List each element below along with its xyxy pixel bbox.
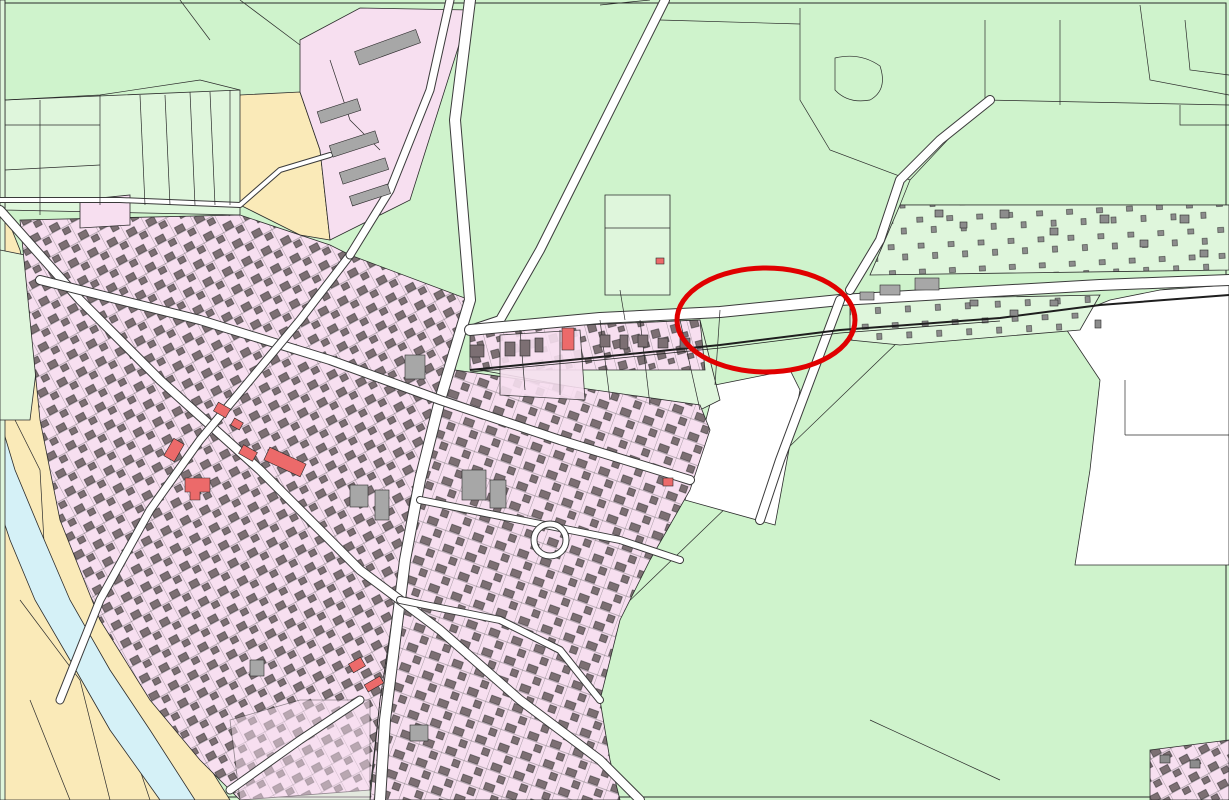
- buildings: [163, 29, 1209, 769]
- highlight-annotation: [674, 265, 858, 375]
- railway: [469, 294, 1229, 373]
- parcel-boundaries: [4, 0, 721, 411]
- clearing-zone: [684, 284, 1229, 566]
